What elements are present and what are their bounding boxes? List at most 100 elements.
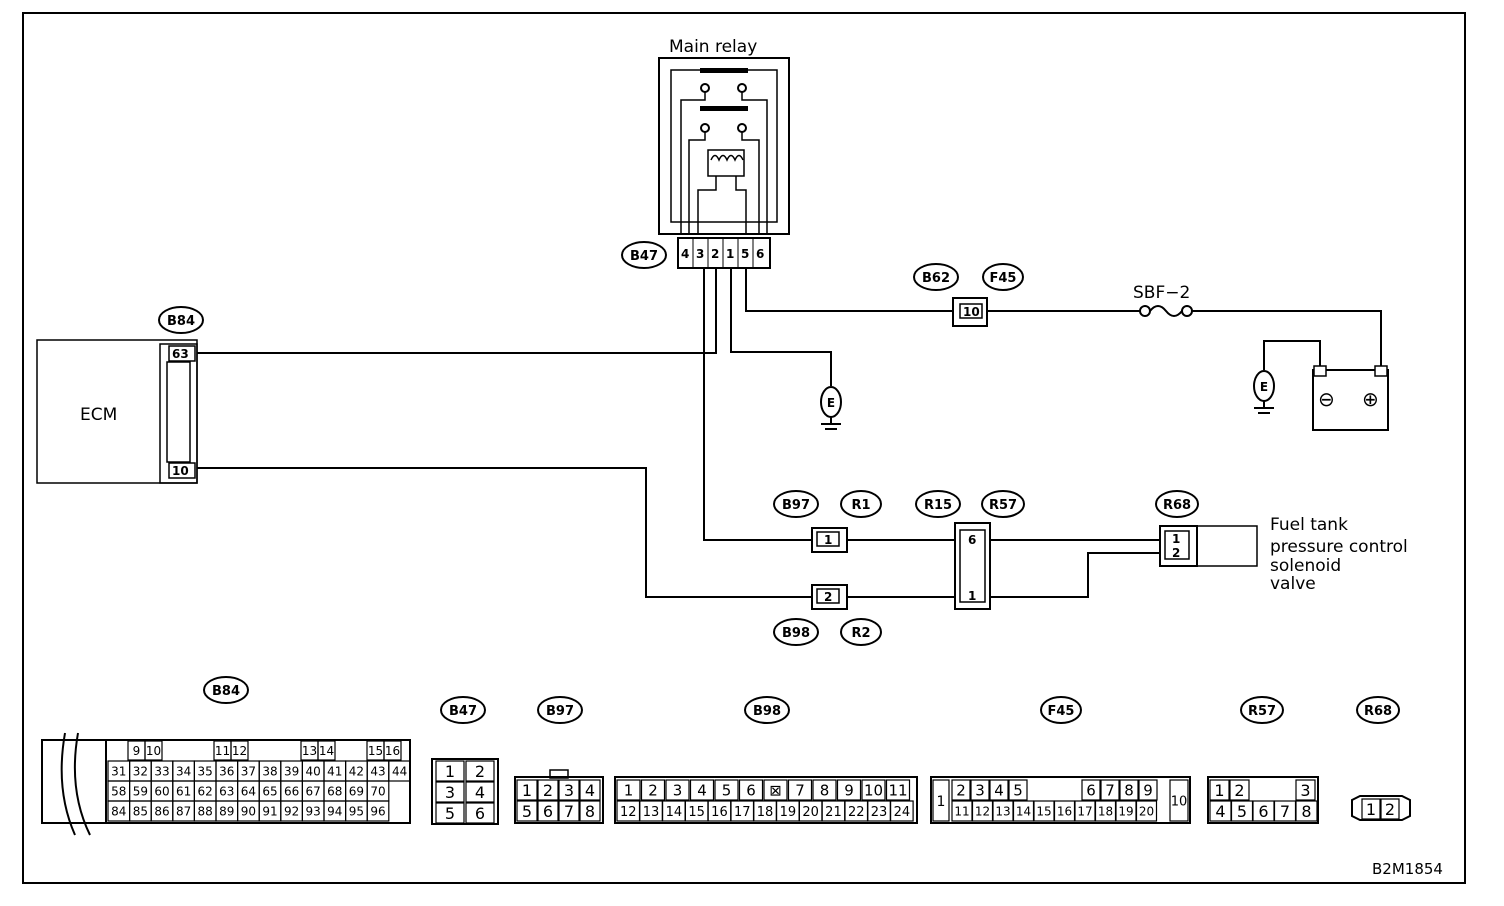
battery-ground-symbol: E bbox=[1253, 370, 1275, 414]
svg-text:F45: F45 bbox=[1048, 704, 1075, 719]
pin-number: 13 bbox=[995, 805, 1010, 819]
pin-number: 12 bbox=[232, 744, 247, 758]
pin-cell bbox=[932, 779, 950, 822]
pin-number: 18 bbox=[757, 805, 774, 820]
pin-number: 8 bbox=[1124, 782, 1134, 800]
r2-tag: R2 bbox=[840, 618, 882, 646]
battery-minus: ⊖ bbox=[1318, 387, 1335, 411]
svg-text:2: 2 bbox=[711, 247, 719, 261]
pin-number: 38 bbox=[262, 765, 277, 779]
pin-number: 13 bbox=[643, 805, 660, 820]
svg-text:R68: R68 bbox=[1163, 498, 1191, 513]
pin-number: 2 bbox=[475, 762, 485, 781]
ecm-label: ECM bbox=[80, 405, 117, 425]
pin-number: 6 bbox=[543, 802, 553, 821]
svg-text:2: 2 bbox=[824, 590, 832, 604]
pin-number: 89 bbox=[219, 805, 234, 819]
legend-b98-tag: B98 bbox=[744, 696, 790, 724]
pin-cell bbox=[640, 779, 666, 801]
pin-number: 33 bbox=[154, 765, 169, 779]
ecm: ECM 63 10 bbox=[36, 339, 198, 484]
pin-number: 2 bbox=[1385, 800, 1395, 819]
svg-text:4: 4 bbox=[681, 247, 689, 261]
pin-cell bbox=[1295, 779, 1316, 801]
pin-number: 62 bbox=[198, 785, 213, 799]
pin-number: 68 bbox=[327, 785, 342, 799]
pin-number: 31 bbox=[111, 765, 126, 779]
pin-number: 5 bbox=[445, 804, 455, 823]
r1-tag: R1 bbox=[840, 490, 882, 518]
svg-text:3: 3 bbox=[696, 247, 704, 261]
ground-symbol: E bbox=[820, 386, 842, 430]
fuse-sbf2: SBF−2 bbox=[1133, 283, 1193, 317]
pin-number: 7 bbox=[1105, 782, 1115, 800]
pin-number: 63 bbox=[219, 785, 234, 799]
diagram-frame bbox=[22, 12, 1466, 884]
pin-number: 18 bbox=[1098, 805, 1113, 819]
pin-cell bbox=[435, 760, 465, 782]
svg-text:2: 2 bbox=[1172, 546, 1180, 560]
pin-cell bbox=[1229, 779, 1250, 801]
pin-number: 10 bbox=[1171, 794, 1188, 809]
pin-number: 14 bbox=[1016, 805, 1031, 819]
svg-text:valve: valve bbox=[1270, 574, 1316, 594]
svg-text:R1: R1 bbox=[851, 498, 870, 513]
b98-r2-connector: 2 bbox=[811, 584, 848, 610]
svg-text:B97: B97 bbox=[546, 704, 574, 719]
pin-cell bbox=[230, 740, 249, 761]
pin-number: 6 bbox=[746, 782, 756, 800]
svg-text:R57: R57 bbox=[1248, 704, 1276, 719]
pin-number: 37 bbox=[241, 765, 256, 779]
pin-cell bbox=[144, 740, 163, 761]
pin-number: 32 bbox=[133, 765, 148, 779]
pin-number: 19 bbox=[780, 805, 797, 820]
pin-cell bbox=[1135, 800, 1158, 822]
pin-cell bbox=[366, 800, 390, 822]
pin-number: 14 bbox=[319, 744, 334, 758]
pin-cell bbox=[579, 779, 601, 801]
pin-number: 20 bbox=[1139, 805, 1154, 819]
r15-r57-connector: 6 1 bbox=[954, 522, 991, 610]
pin-number: 1 bbox=[1366, 800, 1376, 819]
pin-number: 64 bbox=[241, 785, 256, 799]
svg-text:pressure control: pressure control bbox=[1270, 537, 1408, 557]
b62-tag: B62 bbox=[913, 263, 959, 291]
r15-tag: R15 bbox=[915, 490, 961, 518]
pin-number: 6 bbox=[1258, 802, 1268, 821]
f45-tag: F45 bbox=[982, 263, 1024, 291]
pin-number: 85 bbox=[133, 805, 148, 819]
svg-text:solenoid: solenoid bbox=[1270, 556, 1341, 576]
legend-b97-tag: B97 bbox=[537, 696, 583, 724]
pin-number: 5 bbox=[1013, 782, 1023, 800]
pin-number: 66 bbox=[284, 785, 299, 799]
pin-number: 4 bbox=[585, 781, 595, 800]
pin-cell bbox=[1169, 779, 1189, 822]
svg-text:B98: B98 bbox=[753, 704, 781, 719]
pin-cell bbox=[738, 779, 764, 801]
wires bbox=[197, 268, 1382, 598]
pin-number: 6 bbox=[475, 804, 485, 823]
legend-r68-tag: R68 bbox=[1356, 696, 1400, 724]
battery: ⊖ ⊕ bbox=[1312, 365, 1389, 431]
legend-r57-tag: R57 bbox=[1240, 696, 1284, 724]
pin-cell bbox=[435, 802, 465, 824]
b62-f45-connector: 10 bbox=[952, 297, 988, 327]
pin-number: 10 bbox=[864, 782, 883, 800]
pin-cell bbox=[763, 779, 788, 801]
pin-number: 1 bbox=[1214, 781, 1224, 800]
pin-cell bbox=[516, 779, 538, 801]
pin-cell bbox=[616, 779, 641, 801]
pin-number: 91 bbox=[262, 805, 277, 819]
pin-cell bbox=[689, 779, 715, 801]
pin-cell bbox=[1209, 779, 1230, 801]
main-relay-label: Main relay bbox=[669, 37, 757, 57]
b97-tag: B97 bbox=[773, 490, 819, 518]
pin-number: 20 bbox=[802, 805, 819, 820]
svg-text:5: 5 bbox=[741, 247, 749, 261]
pin-number: 5 bbox=[722, 782, 732, 800]
pin-number: 42 bbox=[349, 765, 364, 779]
